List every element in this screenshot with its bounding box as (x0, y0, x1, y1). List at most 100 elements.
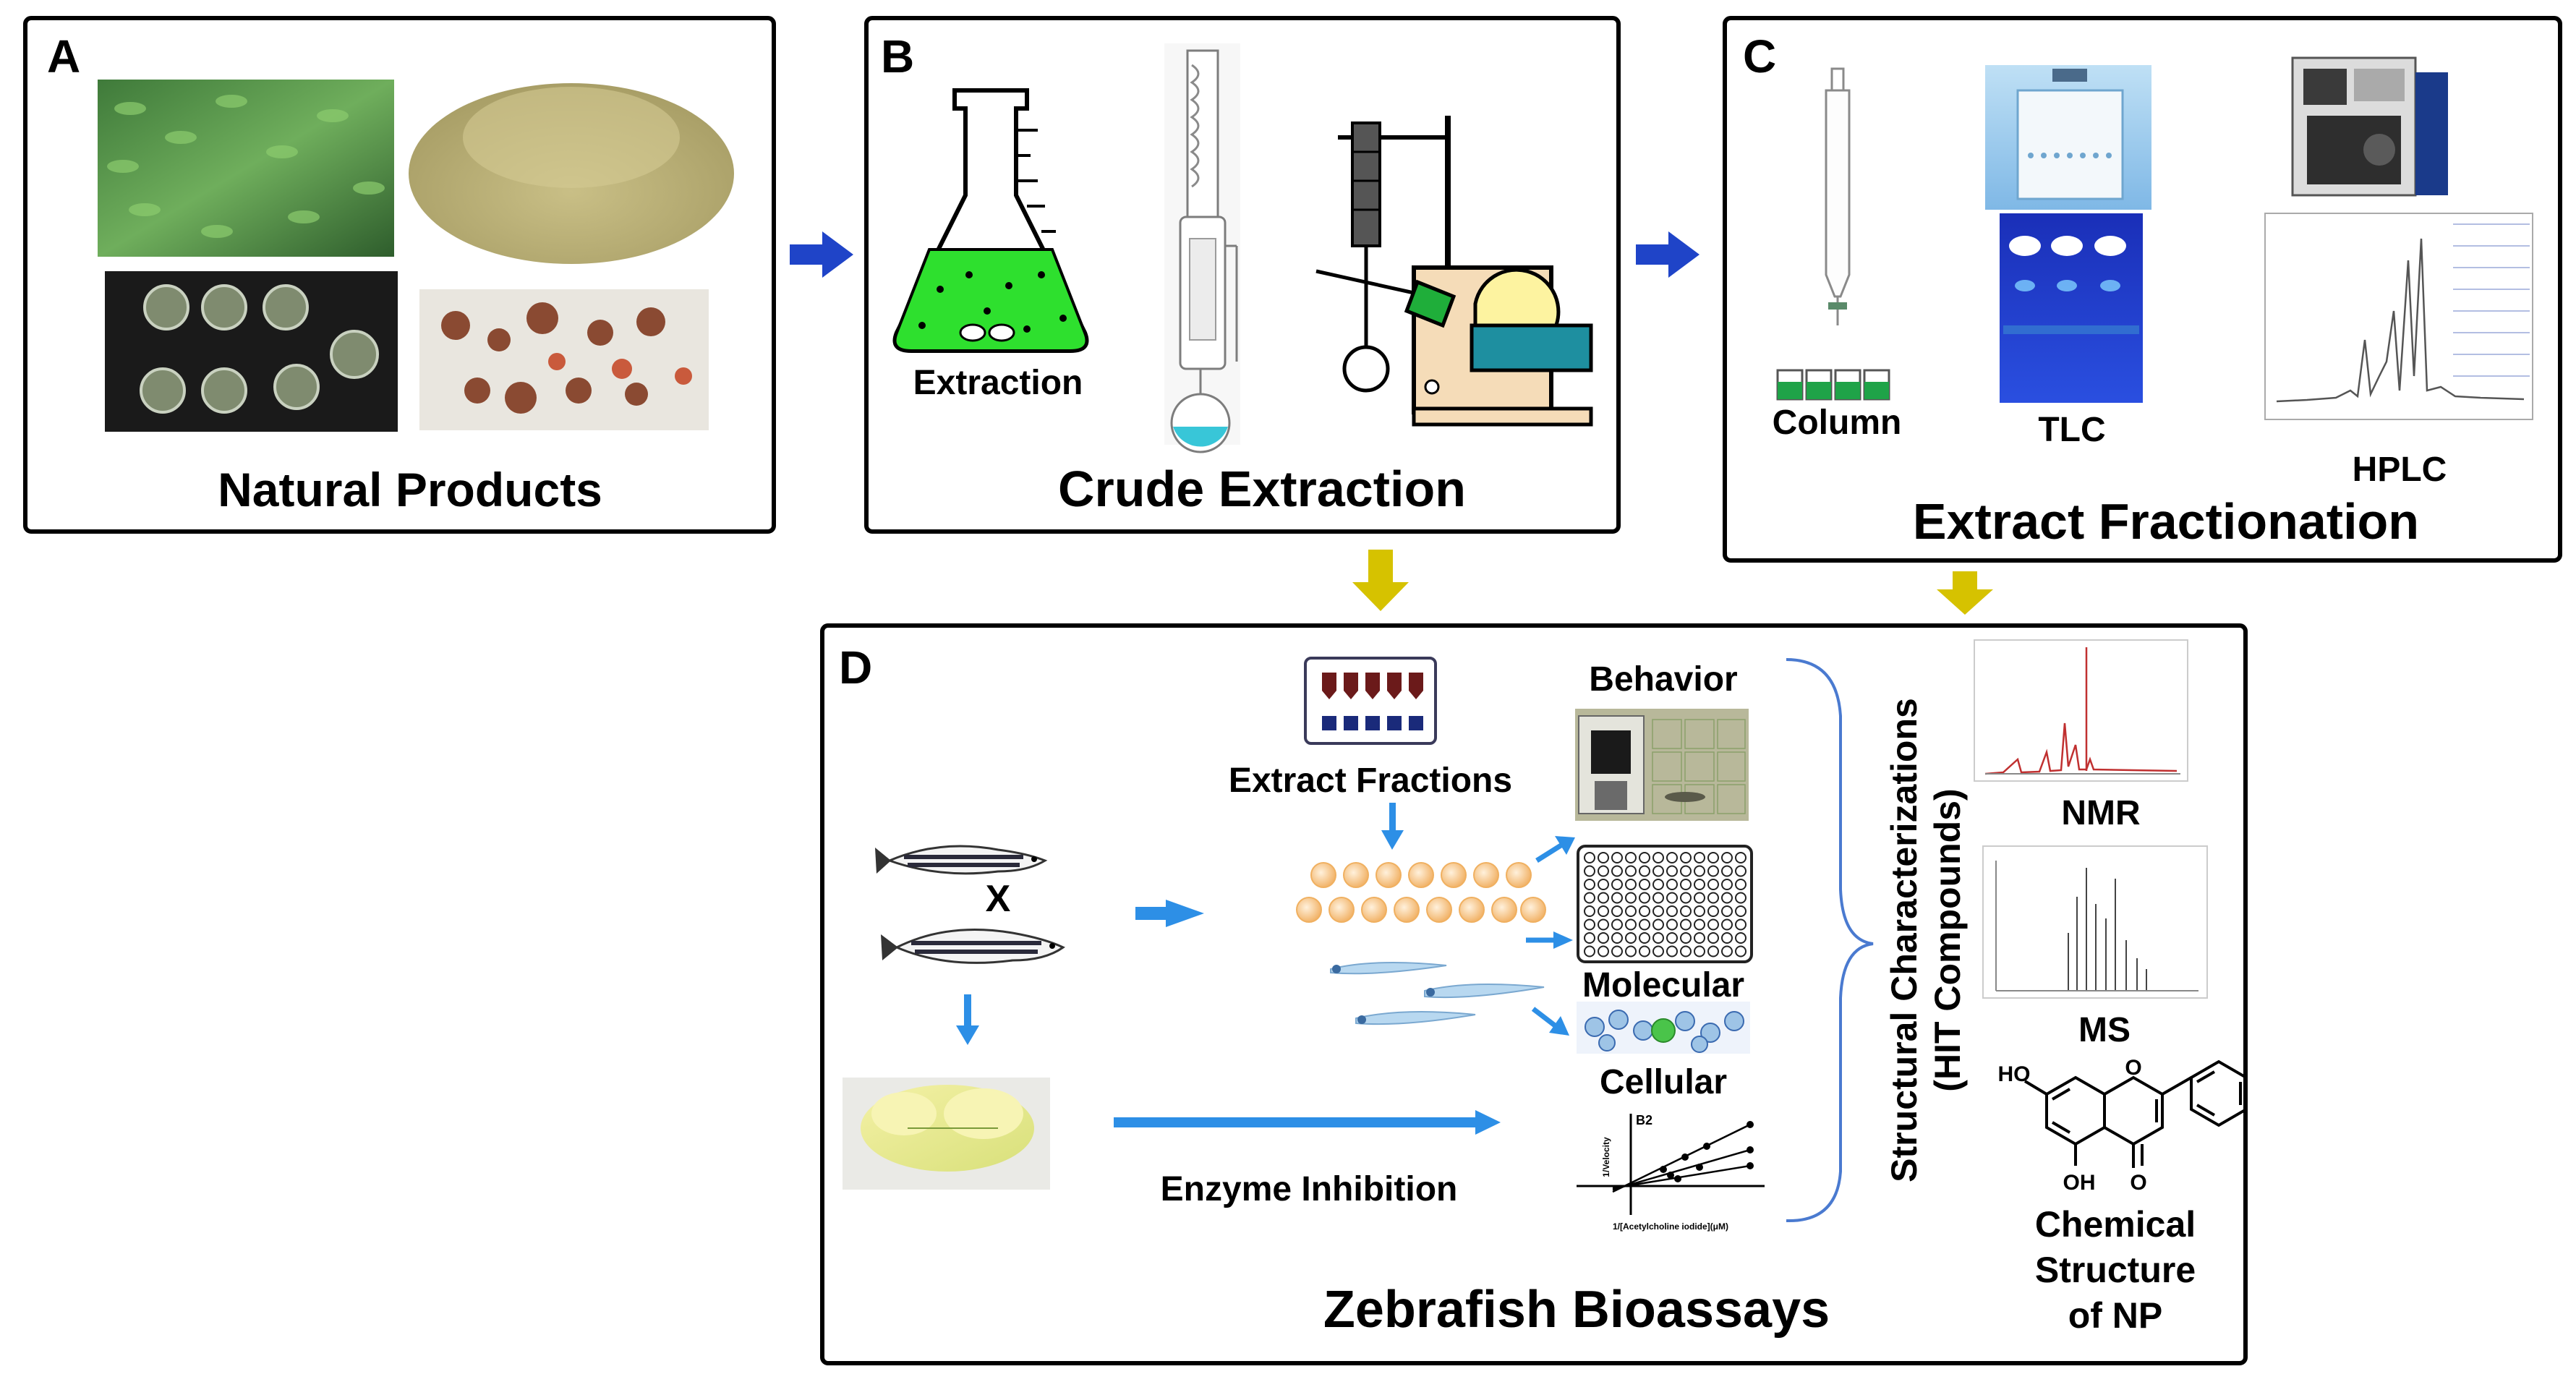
flavone-structure (2023, 1059, 2248, 1168)
well (1639, 918, 1650, 931)
well (1666, 932, 1678, 944)
well (1735, 918, 1747, 931)
well (1611, 932, 1623, 944)
well (1639, 905, 1650, 917)
well (1707, 932, 1719, 944)
well (1584, 945, 1595, 957)
tlc-plate-uv-photo (2000, 213, 2143, 403)
well (1666, 892, 1678, 904)
well (1652, 852, 1664, 863)
dried-material-photo (419, 289, 709, 430)
hplc-chromatogram (2264, 213, 2533, 420)
well (1694, 865, 1705, 877)
well (1735, 945, 1747, 957)
well (1611, 945, 1623, 957)
well (1735, 932, 1747, 944)
nmr-label: NMR (2061, 794, 2140, 832)
arrow-fish-to-larvae (1135, 900, 1204, 927)
ms-spectrum (1982, 845, 2208, 999)
panel-d: D X (820, 623, 2248, 1365)
well (1680, 865, 1692, 877)
well (1721, 892, 1733, 904)
well (1625, 905, 1637, 917)
well (1735, 892, 1747, 904)
extract-fraction-plate-icon (1304, 657, 1437, 745)
multiwell-plate-icon (1577, 845, 1753, 963)
well (1680, 879, 1692, 890)
well (1639, 865, 1650, 877)
well (1584, 932, 1595, 944)
behavior-assay-photo (1575, 709, 1749, 821)
column-label: Column (1773, 404, 1902, 442)
down-arrow-c-d (1937, 571, 1993, 615)
well (1584, 879, 1595, 890)
well (1694, 945, 1705, 957)
well (1694, 852, 1705, 863)
plot-label: B2 (1636, 1113, 1652, 1127)
well (1680, 892, 1692, 904)
well (1666, 865, 1678, 877)
flow-arrow-a-b (790, 231, 853, 278)
well (1639, 932, 1650, 944)
well (1680, 945, 1692, 957)
panel-a: A (23, 16, 776, 534)
well (1652, 918, 1664, 931)
well (1639, 852, 1650, 863)
molecular-label: Molecular (1582, 966, 1744, 1004)
panel-b-title: Crude Extraction (1058, 461, 1466, 517)
hplc-label: HPLC (2353, 451, 2447, 489)
hydroxyl-top-label: HO (1998, 1062, 2031, 1086)
well (1721, 852, 1733, 863)
well (1584, 892, 1595, 904)
well (1598, 945, 1609, 957)
well (1625, 945, 1637, 957)
well (1735, 865, 1747, 877)
panel-b: B Extraction (864, 16, 1621, 534)
hydroxyl-bottom-label: OH (2063, 1171, 2096, 1195)
cross-symbol: X (986, 878, 1011, 920)
well (1694, 918, 1705, 931)
arrow-fractions-down (1381, 803, 1404, 850)
well (1652, 932, 1664, 944)
well (1735, 852, 1747, 863)
rotary-evaporator-icon (1315, 116, 1593, 427)
well (1721, 918, 1733, 931)
zebrafish-embryos (1296, 862, 1546, 923)
zebrafish-larvae (1330, 962, 1545, 1025)
arrow-brain-to-enzyme (1114, 1110, 1501, 1135)
arrow-fish-to-brain (956, 994, 979, 1045)
well (1652, 879, 1664, 890)
well (1694, 932, 1705, 944)
ring-oxygen-label: O (2125, 1056, 2141, 1080)
behavior-label: Behavior (1589, 660, 1737, 699)
well (1680, 918, 1692, 931)
cellular-label: Cellular (1600, 1063, 1727, 1101)
well (1625, 892, 1637, 904)
well (1707, 892, 1719, 904)
well (1652, 892, 1664, 904)
well (1694, 892, 1705, 904)
well (1721, 932, 1733, 944)
well (1598, 865, 1609, 877)
culture-plates-photo (105, 271, 398, 432)
zebrafish-icon (875, 845, 1048, 875)
well (1707, 865, 1719, 877)
chromatography-column-icon (1776, 67, 1890, 401)
well (1652, 905, 1664, 917)
well (1666, 852, 1678, 863)
well (1598, 918, 1609, 931)
zebrafish-pair: X (875, 845, 1065, 964)
tlc-chamber-photo (1985, 65, 2151, 210)
well (1666, 905, 1678, 917)
well (1611, 892, 1623, 904)
erlenmeyer-flask-icon (892, 88, 1089, 353)
well (1598, 905, 1609, 917)
of-np-label: of NP (2068, 1295, 2163, 1336)
well (1625, 932, 1637, 944)
well (1666, 918, 1678, 931)
panel-d-letter: D (839, 641, 872, 694)
panel-c-title: Extract Fractionation (1913, 493, 2419, 550)
well (1707, 918, 1719, 931)
panel-c-letter: C (1743, 30, 1776, 82)
herbal-powder-photo (409, 83, 734, 264)
